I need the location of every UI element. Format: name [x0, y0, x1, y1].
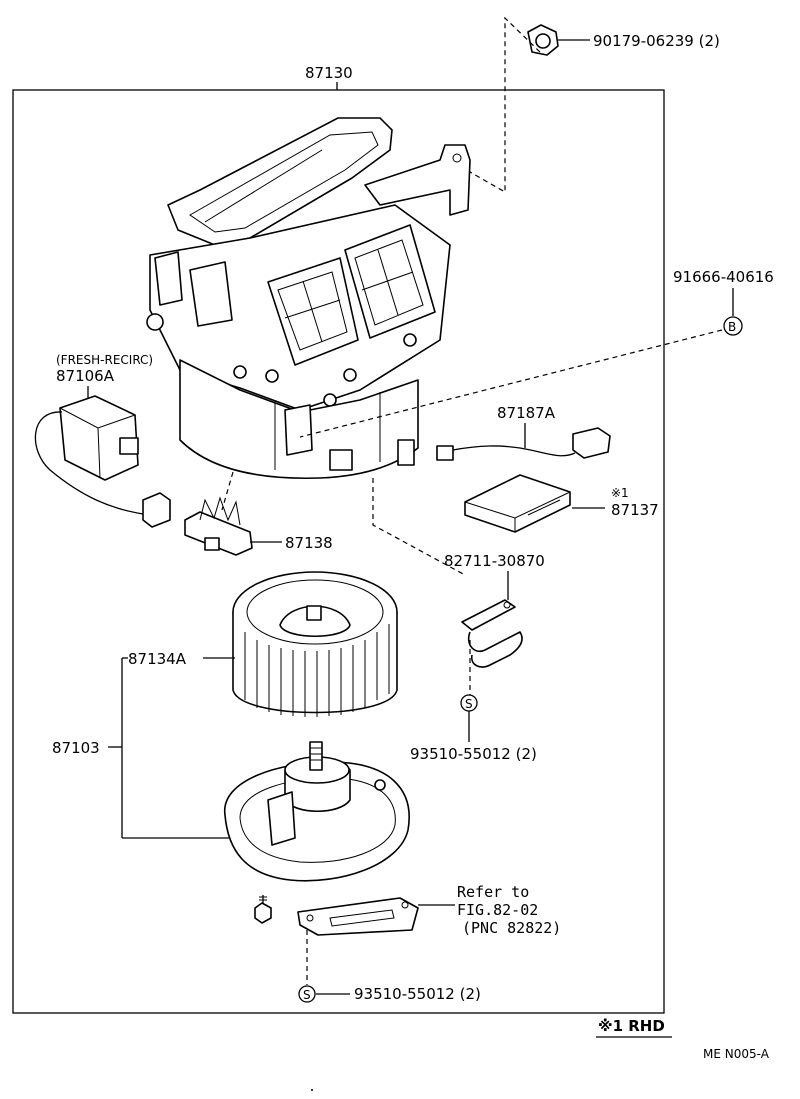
nut-part [527, 24, 590, 56]
blower-case-part [146, 117, 471, 480]
callout-refer-line1: Refer to [457, 883, 529, 901]
callout-filter-note: ※1 [611, 486, 629, 500]
filter-part [464, 474, 571, 533]
s-symbol-upper-label: S [465, 697, 473, 711]
s-symbol-lower-label: S [303, 988, 311, 1002]
callout-servo-note: (FRESH-RECIRC) [56, 353, 153, 367]
callout-screw-lower: 93510-55012 (2) [354, 985, 481, 1003]
callout-case: 87130 [305, 64, 353, 82]
callout-wire: 87187A [497, 404, 556, 422]
callout-refer-line3: (PNC 82822) [462, 919, 561, 937]
motor-part [224, 741, 410, 882]
legend-rhd: ※1 RHD [598, 1017, 665, 1035]
callout-bolt-b: 91666-40616 [673, 268, 774, 286]
mount-bracket-part [297, 897, 419, 936]
callout-clamp: 82711-30870 [444, 552, 545, 570]
callout-servo: 87106A [56, 367, 115, 385]
resistor-part [184, 496, 253, 556]
callout-nut: 90179-06239 (2) [593, 32, 720, 50]
callout-screw-upper: 93510-55012 (2) [410, 745, 537, 763]
wire-harness-part [436, 427, 611, 461]
b-symbol [723, 316, 743, 336]
callout-resistor: 87138 [285, 534, 333, 552]
servo-part [34, 395, 171, 528]
footer-code: ME N005-A [703, 1047, 770, 1061]
b-symbol-label: B [728, 320, 736, 334]
callout-motor: 87103 [52, 739, 100, 757]
s-symbol-lower [298, 985, 316, 1003]
assembly-frame [12, 89, 665, 1014]
clamp-part [461, 599, 523, 668]
callout-filter: 87137 [611, 501, 659, 519]
screw-part [254, 895, 272, 924]
speck [311, 1089, 313, 1091]
fan-part [232, 571, 398, 717]
callout-refer-line2: FIG.82-02 [457, 901, 538, 919]
callout-fan: 87134A [128, 650, 187, 668]
